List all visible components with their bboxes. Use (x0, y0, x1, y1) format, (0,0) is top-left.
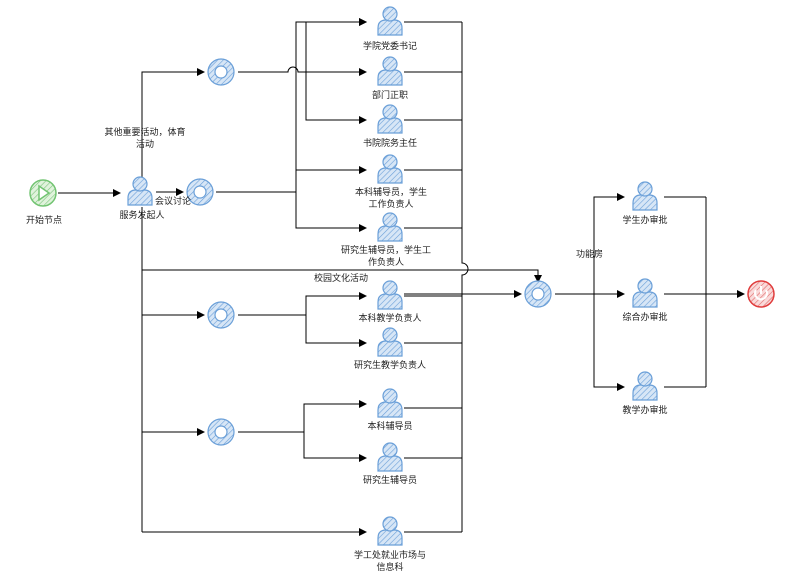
edge-initiator-g1 (141, 68, 205, 180)
person-label-p2: 部门正职 (371, 91, 408, 101)
edge-g2-p1 (295, 18, 367, 192)
approval-label-a1: 学生办审批 (622, 216, 668, 226)
edge-trunk-join (142, 269, 542, 283)
start-event[interactable] (29, 179, 57, 207)
approval-label-a3: 教学办审批 (622, 406, 668, 416)
gateway-ring-g3[interactable] (207, 301, 235, 329)
person-icon-p4[interactable] (377, 154, 403, 184)
edge-g2-p5 (295, 192, 367, 232)
gateway-ring-join[interactable] (524, 280, 552, 308)
gateway-ring-g4[interactable] (207, 418, 235, 446)
person-label-p3: 书院院务主任 (362, 139, 417, 149)
initiator-label: 服务发起人 (119, 211, 165, 221)
person-icon-a2[interactable] (632, 278, 658, 308)
approval-label-a2: 综合办审批 (622, 313, 668, 323)
gateway-ring-g1[interactable] (207, 58, 235, 86)
gateway-ring-g2[interactable] (186, 178, 214, 206)
play-triangle-icon (38, 184, 51, 202)
edge-g2-p4 (295, 166, 367, 192)
edge-label-e4: 功能房 (576, 250, 604, 260)
person-label-p8: 本科辅导员 (367, 422, 413, 432)
end-event[interactable] (747, 280, 775, 308)
edge-join-a3 (593, 294, 625, 391)
person-icon-p10[interactable] (377, 516, 403, 546)
person-icon-p7[interactable] (377, 327, 403, 357)
edge-g1-p2 (238, 66, 367, 76)
person-icon-initiator[interactable] (127, 176, 153, 206)
person-label-p4: 本科辅导员，学生工作负责人 (354, 188, 427, 210)
edges (58, 18, 745, 536)
person-icon-p6[interactable] (377, 280, 403, 310)
start-label: 开始节点 (25, 216, 62, 226)
edge-g3-p7 (305, 315, 367, 347)
person-icon-p2[interactable] (377, 56, 403, 86)
person-label-p7: 研究生教学负责人 (354, 361, 427, 371)
edge-g3-p6 (305, 292, 367, 315)
person-icon-p8[interactable] (377, 388, 403, 418)
person-icon-p5[interactable] (377, 212, 403, 242)
person-icon-p1[interactable] (377, 6, 403, 36)
person-icon-p9[interactable] (377, 442, 403, 472)
edge-collector (461, 22, 469, 532)
person-icon-p3[interactable] (377, 104, 403, 134)
person-label-p1: 学院党委书记 (362, 42, 417, 52)
edge-g4-p9 (303, 432, 367, 462)
person-icon-a1[interactable] (632, 181, 658, 211)
power-icon (754, 286, 768, 301)
person-icon-a3[interactable] (632, 371, 658, 401)
edge-g4-p8 (303, 400, 367, 432)
edge-label-e3: 校园文化活动 (314, 274, 369, 284)
edge-label-e1: 其他重要活动，体育活动 (104, 128, 186, 150)
edge-label-e2: 会议讨论 (155, 197, 192, 207)
person-label-p9: 研究生辅导员 (362, 476, 417, 486)
edge-join-a1 (593, 193, 625, 294)
person-label-p6: 本科教学负责人 (358, 314, 422, 324)
person-label-p10: 学工处就业市场与信息科 (353, 551, 426, 573)
edge-g1-p3 (305, 72, 367, 124)
person-label-p5: 研究生辅导员，学生工作负责人 (340, 246, 431, 268)
